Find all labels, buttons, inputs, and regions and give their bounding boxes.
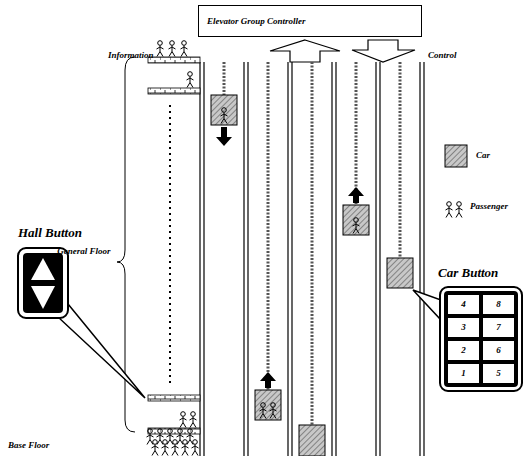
flow-label: Information (108, 50, 154, 60)
direction-arrows (216, 127, 364, 388)
hall-callout-tail (58, 304, 145, 398)
legend-passenger-sample (446, 202, 463, 218)
shaft-walls (200, 62, 424, 456)
hall-down-button (31, 286, 55, 309)
button-cell: 4 (448, 295, 479, 314)
button-cell: 5 (483, 364, 514, 383)
car-button: Car Button 4 8 3 7 2 6 1 5 (438, 266, 524, 391)
region-label: General Floor (55, 246, 113, 256)
legend-text: Car (476, 150, 490, 160)
controller-title: Elevator Group Controller (207, 16, 306, 26)
hall-button-face (23, 253, 63, 313)
car-button-face (444, 291, 518, 387)
floor-number: 3 (461, 322, 466, 332)
floor-number: 4 (461, 299, 466, 309)
waiting-passengers (147, 41, 199, 456)
floor-number: 8 (496, 299, 501, 309)
cars (211, 95, 413, 456)
legend-text: Passenger (470, 201, 508, 211)
floor-slabs (148, 57, 200, 434)
flow-label: Control (428, 50, 457, 60)
information-arrow (270, 40, 340, 62)
floor-number: 2 (461, 345, 466, 355)
button-cell: 6 (483, 341, 514, 360)
floor-number: 5 (496, 368, 501, 378)
car-callout-tail (413, 290, 441, 320)
callout-heading: Car Button (438, 266, 524, 281)
hall-button: Hall Button (18, 226, 98, 318)
button-cell: 2 (448, 341, 479, 360)
floor-ellipsis (169, 105, 171, 385)
hall-button-panel (18, 248, 68, 318)
control-arrow (352, 40, 415, 62)
button-cell: 3 (448, 318, 479, 337)
floor-number: 7 (496, 322, 501, 332)
callout-heading: Hall Button (18, 226, 98, 241)
car-button-panel (440, 287, 522, 391)
controller-box: Elevator Group Controller (198, 5, 422, 37)
button-cell: 8 (483, 295, 514, 314)
legend-car-sample (445, 145, 467, 167)
button-cell: 7 (483, 318, 514, 337)
floor-number: 1 (461, 368, 466, 378)
cables (224, 62, 400, 425)
floor-number: 6 (496, 345, 501, 355)
hall-up-button (31, 258, 55, 280)
car-passengers (221, 108, 360, 419)
button-cell: 1 (448, 364, 479, 383)
region-label: Base Floor (8, 440, 49, 450)
